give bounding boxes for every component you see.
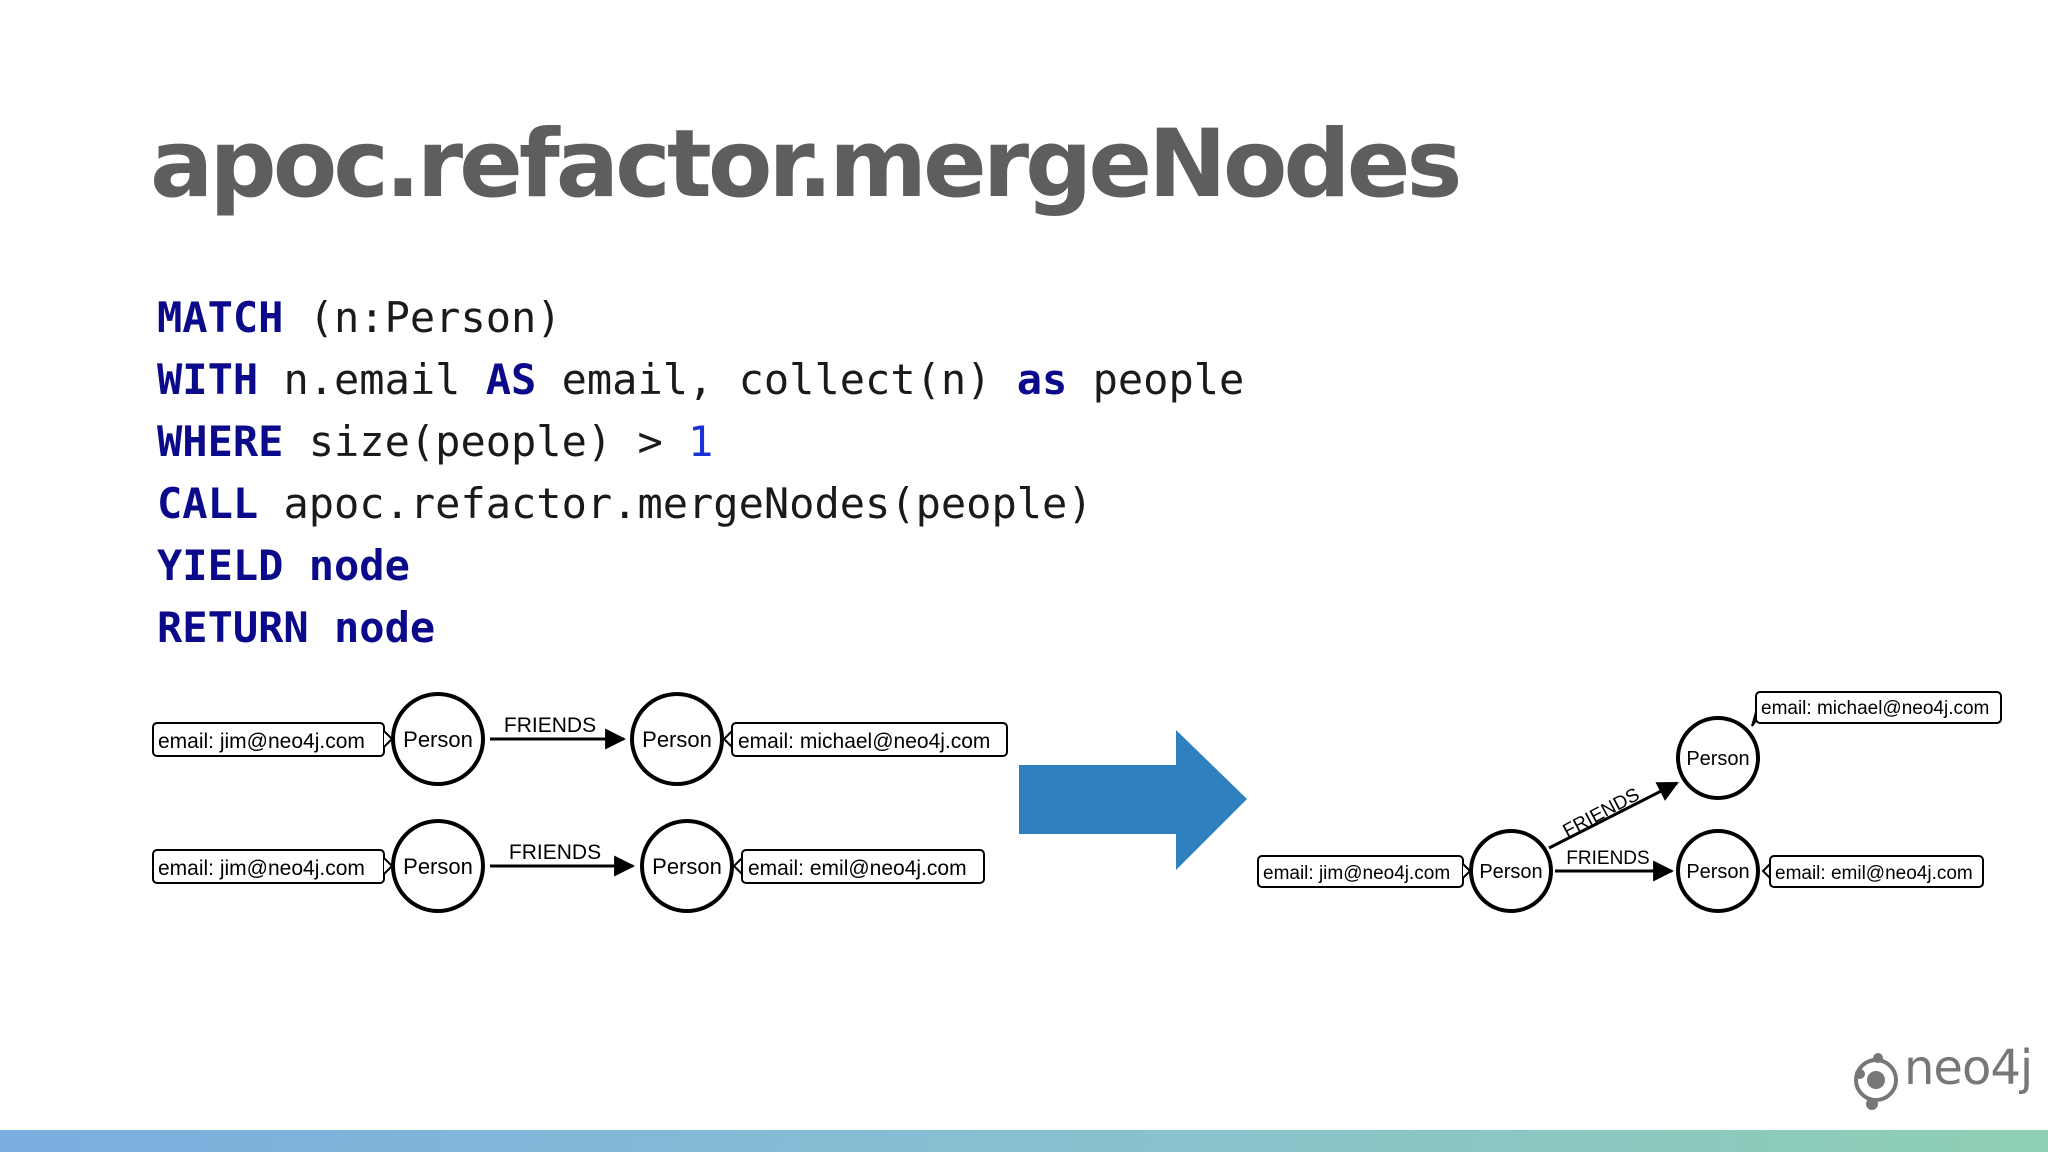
relationship-label: FRIENDS [1560, 784, 1644, 842]
slide-title: apoc.refactor.mergeNodes [150, 110, 1462, 219]
code-keyword: WITH [157, 355, 259, 404]
logo-text: neo4j [1904, 1040, 2033, 1096]
property-box-pointer [383, 857, 394, 875]
code-text: size(people) > [283, 417, 689, 466]
person-node [630, 692, 724, 786]
relationship-label: FRIENDS [509, 841, 601, 864]
neo4j-logo: neo4j [1852, 1044, 2033, 1114]
person-node [1676, 829, 1760, 913]
code-text: apoc.refactor.mergeNodes(people) [258, 479, 1093, 528]
person-node [391, 692, 485, 786]
property-text: email: jim@neo4j.com [1263, 863, 1450, 884]
property-box-pointer [722, 730, 733, 748]
relationship-label: FRIENDS [504, 714, 596, 737]
person-node [391, 819, 485, 913]
node-label: Person [1686, 861, 1749, 883]
code-line: WITH n.email AS email, collect(n) as peo… [157, 349, 1244, 411]
node-label: Person [1686, 748, 1749, 770]
relationship-label: FRIENDS [1566, 848, 1649, 869]
property-text: email: jim@neo4j.com [158, 730, 365, 753]
code-line: CALL apoc.refactor.mergeNodes(people) [157, 473, 1244, 535]
code-line: WHERE size(people) > 1 [157, 411, 1244, 473]
footer-gradient-bar [0, 1130, 2048, 1152]
code-text: (n:Person) [283, 293, 562, 342]
person-node [640, 819, 734, 913]
relationship-arrow [1548, 781, 1679, 850]
code-line: RETURN node [157, 597, 1244, 659]
property-box [741, 849, 985, 884]
code-text: email, collect(n) [536, 355, 1017, 404]
property-text: email: emil@neo4j.com [1775, 863, 1973, 884]
code-keyword: AS [485, 355, 537, 404]
transform-arrow [1019, 730, 1247, 870]
code-line: YIELD node [157, 535, 1244, 597]
code-text: people [1067, 355, 1245, 404]
property-box [1755, 691, 2002, 724]
property-text: email: jim@neo4j.com [158, 857, 365, 880]
code-keyword: MATCH [157, 293, 284, 342]
cypher-code-block: MATCH (n:Person)WITH n.email AS email, c… [157, 287, 1244, 659]
property-box-pointer [732, 857, 743, 875]
property-box-pointer [1761, 863, 1771, 879]
node-label: Person [1479, 861, 1542, 883]
node-label: Person [652, 854, 722, 879]
node-label: Person [403, 727, 473, 752]
property-box [1769, 855, 1984, 888]
code-keyword: as [1016, 355, 1068, 404]
code-keyword: RETURN node [157, 603, 436, 652]
before-row-2: email: jim@neo4j.com Person FRIENDS Pers… [152, 819, 985, 913]
property-text: email: emil@neo4j.com [748, 857, 967, 880]
code-line: MATCH (n:Person) [157, 287, 1244, 349]
code-keyword: YIELD node [157, 541, 410, 590]
code-keyword: CALL [157, 479, 259, 528]
property-text: email: michael@neo4j.com [738, 730, 990, 753]
property-box [731, 722, 1008, 757]
code-keyword: WHERE [157, 417, 284, 466]
person-node [1469, 829, 1553, 913]
node-label: Person [403, 854, 473, 879]
after-graph: email: jim@neo4j.com Person FRIENDS Pers… [1257, 691, 2002, 913]
node-label: Person [642, 727, 712, 752]
property-box-pointer [383, 730, 394, 748]
code-text: n.email [258, 355, 486, 404]
before-row-1: email: jim@neo4j.com Person FRIENDS Pers… [152, 692, 1008, 786]
property-box-pointer [1462, 863, 1472, 879]
person-node [1676, 716, 1760, 800]
neo4j-logo-icon [1854, 1053, 1898, 1110]
code-number: 1 [688, 417, 714, 466]
property-text: email: michael@neo4j.com [1761, 698, 1989, 719]
